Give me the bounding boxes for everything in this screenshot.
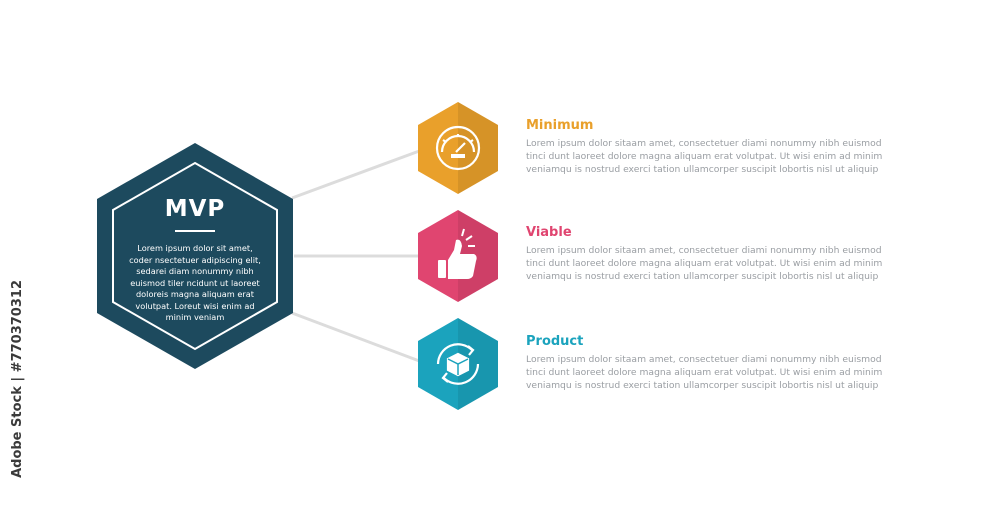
minimum-description: Lorem ipsum dolor sitaam amet, consectet…: [526, 138, 883, 175]
thumbs-up-icon: [438, 228, 477, 279]
connector-line: [291, 311, 423, 364]
connector-line: [291, 148, 423, 200]
mvp-hexagon: [97, 143, 293, 369]
product-description: Lorem ipsum dolor sitaam amet, consectet…: [526, 354, 883, 391]
mvp-hexagon-inner-outline: [112, 161, 278, 351]
box-cycle-icon: [436, 343, 480, 385]
viable-hexagon: [418, 210, 498, 302]
viable-description: Lorem ipsum dolor sitaam amet, consectet…: [526, 245, 883, 282]
viable-title: Viable: [526, 225, 572, 240]
minimum-hexagon: [418, 102, 498, 194]
mvp-title-underline: [175, 230, 215, 232]
mvp-title: MVP: [164, 196, 226, 222]
stock-watermark: Adobe Stock | #770370312: [10, 280, 25, 478]
mvp-description: Lorem ipsum dolor sit amet, coder nsecte…: [129, 243, 261, 322]
product-title: Product: [526, 334, 584, 349]
product-hexagon: [418, 318, 498, 410]
speedometer-icon: [435, 125, 481, 171]
minimum-title: Minimum: [526, 118, 594, 133]
